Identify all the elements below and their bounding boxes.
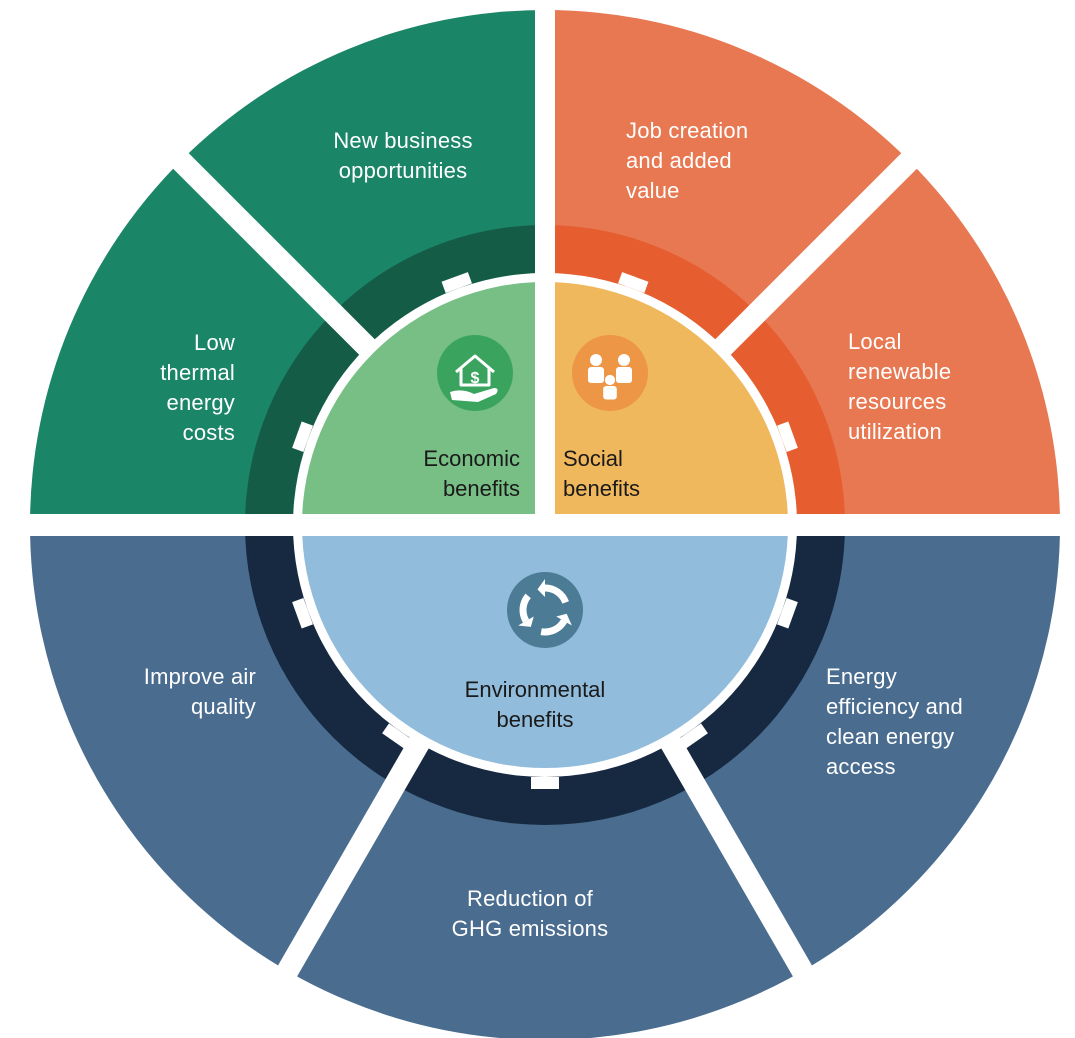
ring-notch	[777, 598, 798, 629]
separator-env-left	[255, 736, 430, 1016]
vertical-divider	[535, 0, 555, 525]
person-child-icon-body	[603, 385, 617, 400]
separator-social	[713, 135, 935, 357]
house-outline-icon	[455, 354, 495, 387]
person-right-icon-head	[618, 354, 630, 366]
environmental-benefits-label: Environmental benefits	[464, 677, 606, 732]
arrow-bottom-icon-head	[556, 613, 572, 626]
economic-benefits-label: Economic benefits	[423, 446, 520, 501]
arrow-left-icon-head	[518, 616, 534, 627]
people-group-icon	[572, 335, 648, 411]
ring-notch	[382, 723, 412, 750]
person-left-icon-body	[588, 367, 604, 383]
ring-notch	[777, 421, 798, 452]
arrow-bottom-icon	[540, 619, 568, 636]
segment-label-new-business-opportunities: New business opportunities	[333, 128, 473, 183]
ring-notch	[441, 272, 472, 293]
segment-label-job-creation: Job creation and added value	[626, 118, 749, 203]
person-child-icon-head	[604, 374, 616, 386]
person-left-icon-head	[590, 354, 602, 366]
segment-label-energy-efficiency: Energy efficiency and clean energy acces…	[826, 664, 963, 779]
hand-icon	[450, 388, 498, 402]
separator-env-right	[660, 736, 835, 1016]
segment-label-improve-air-quality: Improve air quality	[143, 664, 256, 719]
recycle-arrows-icon	[507, 572, 583, 648]
ring-notch	[678, 723, 708, 750]
arrow-left-icon	[519, 593, 531, 623]
ring-notch	[292, 421, 313, 452]
segment-label-low-thermal-energy-costs: Low thermal energy costs	[160, 330, 235, 445]
arrow-top-icon-head	[537, 579, 545, 597]
arrow-top-icon	[544, 584, 569, 604]
ring-notch	[292, 598, 313, 629]
separator-economic	[155, 135, 377, 357]
segment-label-local-renewable-resources: Local renewable resources utilization	[848, 329, 952, 444]
ring-notch	[531, 777, 559, 789]
person-right-icon-body	[616, 367, 632, 383]
dollar-sign-icon: $	[471, 370, 480, 387]
segment-label-reduction-ghg-emissions: Reduction of GHG emissions	[451, 886, 609, 941]
ring-notch	[618, 272, 649, 293]
social-benefits-label: Social benefits	[563, 446, 641, 501]
